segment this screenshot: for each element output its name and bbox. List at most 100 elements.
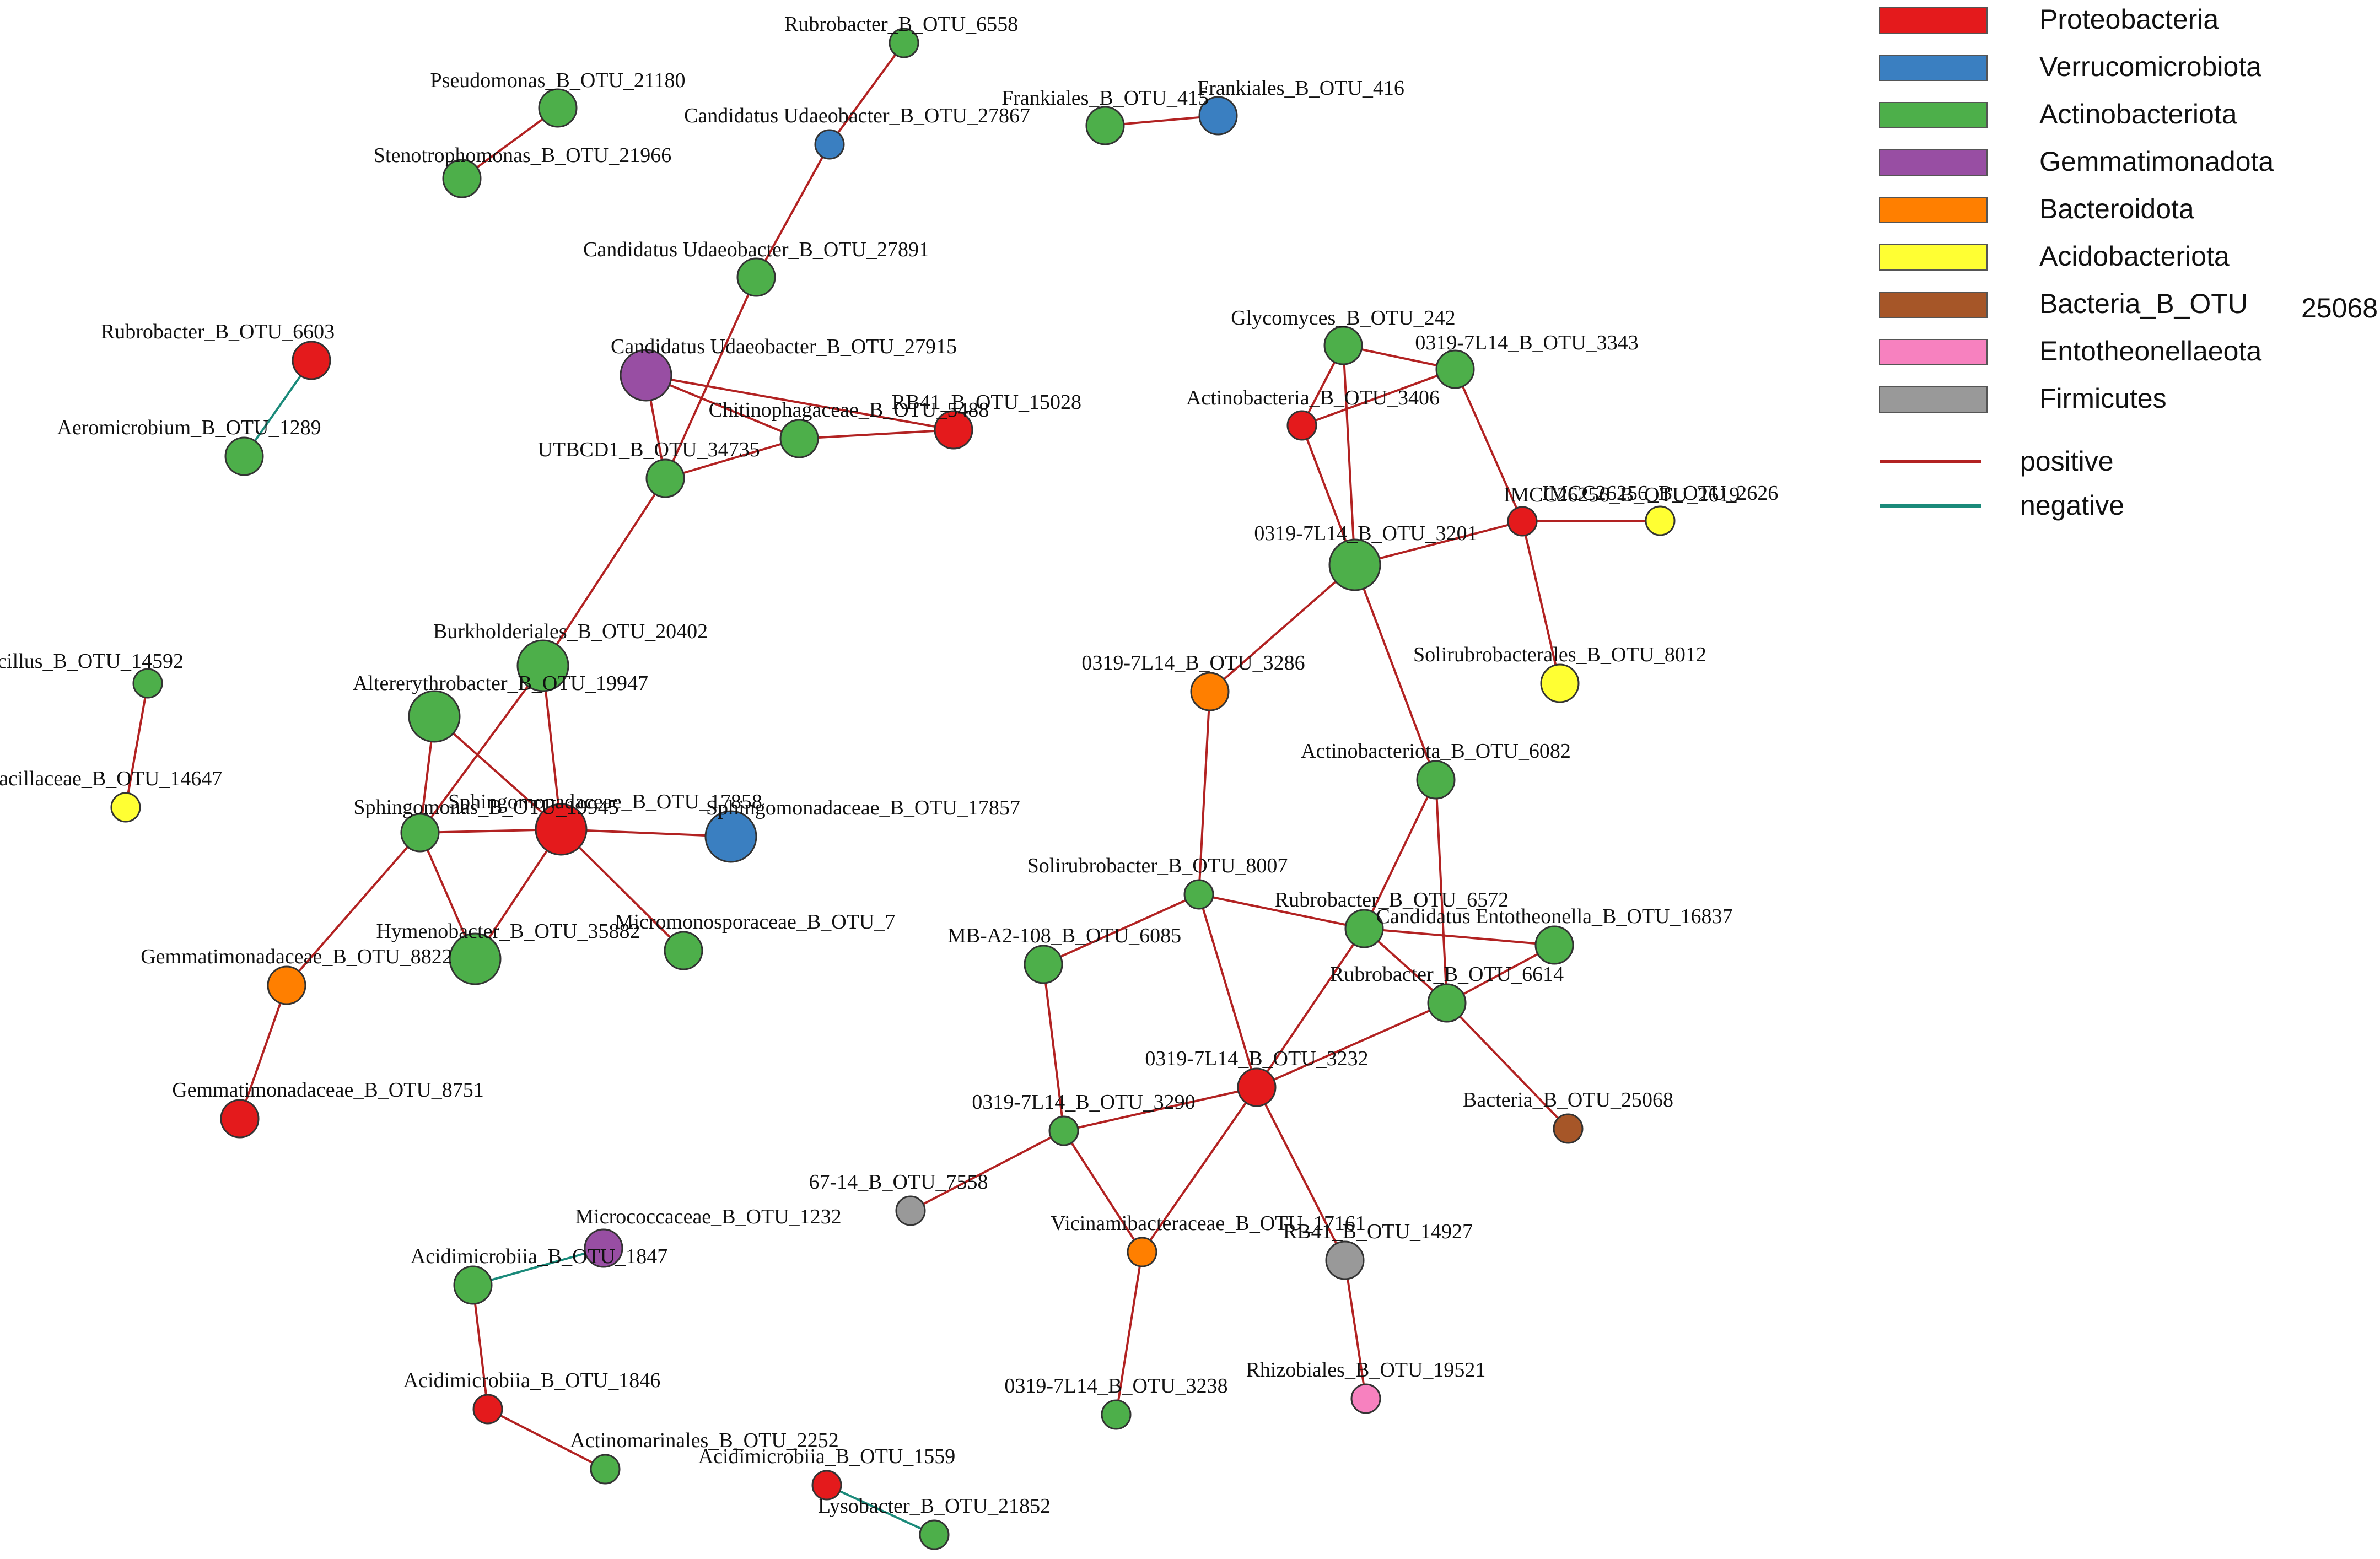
positive-edge: [1435, 779, 1448, 1004]
node-n36[interactable]: [1328, 538, 1381, 591]
node-n37[interactable]: [1190, 672, 1230, 711]
node-label: Altererythrobacter_B_OTU_19947: [353, 672, 648, 695]
node-n14[interactable]: [516, 639, 569, 692]
legend-swatch: [1879, 7, 1988, 34]
node-n44[interactable]: [1427, 983, 1467, 1023]
positive-edge: [645, 374, 800, 440]
node-label: Micromonosporaceae_B_OTU_7: [615, 910, 896, 934]
node-n17[interactable]: [110, 792, 141, 823]
node-n13[interactable]: [645, 458, 685, 498]
node-n6[interactable]: [1198, 96, 1238, 136]
node-label: Chitinophagaceae_B_OTU_5488: [709, 398, 989, 422]
node-n2[interactable]: [538, 88, 578, 128]
node-n9[interactable]: [620, 349, 672, 402]
positive-edge: [665, 438, 800, 479]
legend-edge-label: negative: [2020, 490, 2124, 521]
legend-swatch: [1879, 102, 1988, 128]
legend-label: Firmicutes: [2039, 383, 2167, 414]
node-n34[interactable]: [1507, 506, 1538, 537]
node-label: Candidatus Udaeobacter_B_OTU_27867: [684, 104, 1030, 127]
node-n1[interactable]: [889, 28, 919, 58]
node-label: 0319-7L14_B_OTU_3201: [1254, 522, 1477, 545]
node-label: Bacteria_B_OTU_25068: [1463, 1088, 1673, 1112]
node-label: IMCC26256_B_OTU_2619: [1504, 483, 1740, 506]
node-label: Hymenobacter_B_OTU_35882: [376, 920, 640, 943]
positive-edge: [1198, 893, 1365, 930]
node-n11[interactable]: [779, 419, 819, 458]
node-label: Rubrobacter_B_OTU_6603: [101, 320, 335, 343]
node-n39[interactable]: [1416, 760, 1456, 800]
node-n31[interactable]: [1323, 326, 1363, 365]
positive-edge: [286, 832, 421, 986]
node-n45[interactable]: [1237, 1067, 1277, 1107]
positive-edge: [1342, 345, 1356, 565]
positive-edge: [125, 683, 149, 808]
node-n30[interactable]: [919, 1519, 950, 1550]
node-n23[interactable]: [267, 965, 306, 1005]
node-label: 0319-7L14_B_OTU_3232: [1145, 1047, 1368, 1070]
node-label: Lysobacter_B_OTU_21852: [818, 1495, 1051, 1518]
node-label: Rubrobacter_B_OTU_6614: [1330, 963, 1564, 986]
negative-edge: [826, 1484, 935, 1536]
node-n48[interactable]: [895, 1195, 926, 1226]
positive-edge: [1198, 894, 1258, 1088]
node-n40[interactable]: [1183, 879, 1214, 910]
node-n50[interactable]: [1325, 1240, 1365, 1280]
positive-edge: [1364, 927, 1555, 946]
node-n21[interactable]: [449, 932, 502, 985]
positive-edge: [1454, 369, 1523, 522]
node-n3[interactable]: [442, 159, 482, 198]
node-n25[interactable]: [584, 1228, 623, 1268]
node-n7[interactable]: [736, 257, 776, 297]
node-n15[interactable]: [132, 668, 163, 699]
legend-label: Entotheonellaeota: [2039, 336, 2261, 366]
node-n32[interactable]: [1435, 349, 1475, 389]
node-n18[interactable]: [400, 813, 440, 853]
node-n49[interactable]: [1127, 1237, 1157, 1267]
node-label: Candidatus Entotheonella_B_OTU_16837: [1376, 905, 1733, 928]
node-n41[interactable]: [1344, 909, 1384, 948]
legend-label: Verrucomicrobiota: [2039, 51, 2261, 82]
node-label: Aeromicrobium_B_OTU_1289: [57, 416, 321, 439]
positive-edge: [1043, 893, 1199, 965]
node-n33[interactable]: [1286, 410, 1317, 441]
node-n42[interactable]: [1534, 925, 1574, 965]
node-n19[interactable]: [535, 803, 588, 856]
node-label: Solirubrobacter_B_OTU_8007: [1027, 854, 1288, 877]
negative-edge: [472, 1247, 604, 1286]
node-n43[interactable]: [1024, 945, 1063, 984]
node-n24[interactable]: [220, 1099, 260, 1139]
node-label: Vicinamibacteraceae_B_OTU_17161: [1051, 1212, 1366, 1235]
node-n52[interactable]: [1350, 1383, 1381, 1414]
node-label: Sphingomonas_B_OTU_19945: [353, 796, 618, 819]
node-n12[interactable]: [934, 410, 973, 450]
node-label: 0319-7L14_B_OTU_3238: [1004, 1374, 1227, 1398]
node-n46[interactable]: [1048, 1115, 1079, 1146]
positive-edge: [1256, 1002, 1447, 1088]
node-n5[interactable]: [1085, 106, 1125, 145]
node-n16[interactable]: [408, 690, 461, 743]
node-n28[interactable]: [590, 1454, 621, 1485]
node-n27[interactable]: [472, 1394, 503, 1425]
node-n22[interactable]: [664, 931, 703, 970]
node-n29[interactable]: [811, 1470, 842, 1501]
positive-edge: [1354, 564, 1437, 780]
positive-edge: [645, 374, 954, 431]
legend-label: Bacteroidota: [2039, 193, 2194, 224]
node-n51[interactable]: [1101, 1399, 1132, 1430]
legend-label: Bacteria_B_OTU: [2039, 288, 2248, 319]
node-n10[interactable]: [224, 436, 264, 476]
node-label: Actinobacteria_B_OTU_3406: [1186, 386, 1440, 409]
positive-edge: [461, 107, 559, 180]
node-n8[interactable]: [292, 341, 331, 380]
node-label: RB41_B_OTU_14927: [1283, 1220, 1473, 1243]
legend-swatch: [1879, 339, 1988, 365]
node-n26[interactable]: [453, 1265, 493, 1305]
node-n20[interactable]: [704, 810, 757, 863]
node-n4[interactable]: [814, 129, 845, 160]
node-n35[interactable]: [1645, 505, 1676, 536]
node-n47[interactable]: [1553, 1113, 1584, 1144]
node-label: 67-14_B_OTU_7558: [809, 1170, 988, 1194]
node-label: Sphingomonadaceae_B_OTU_17857: [706, 796, 1020, 819]
node-n38[interactable]: [1540, 663, 1580, 703]
